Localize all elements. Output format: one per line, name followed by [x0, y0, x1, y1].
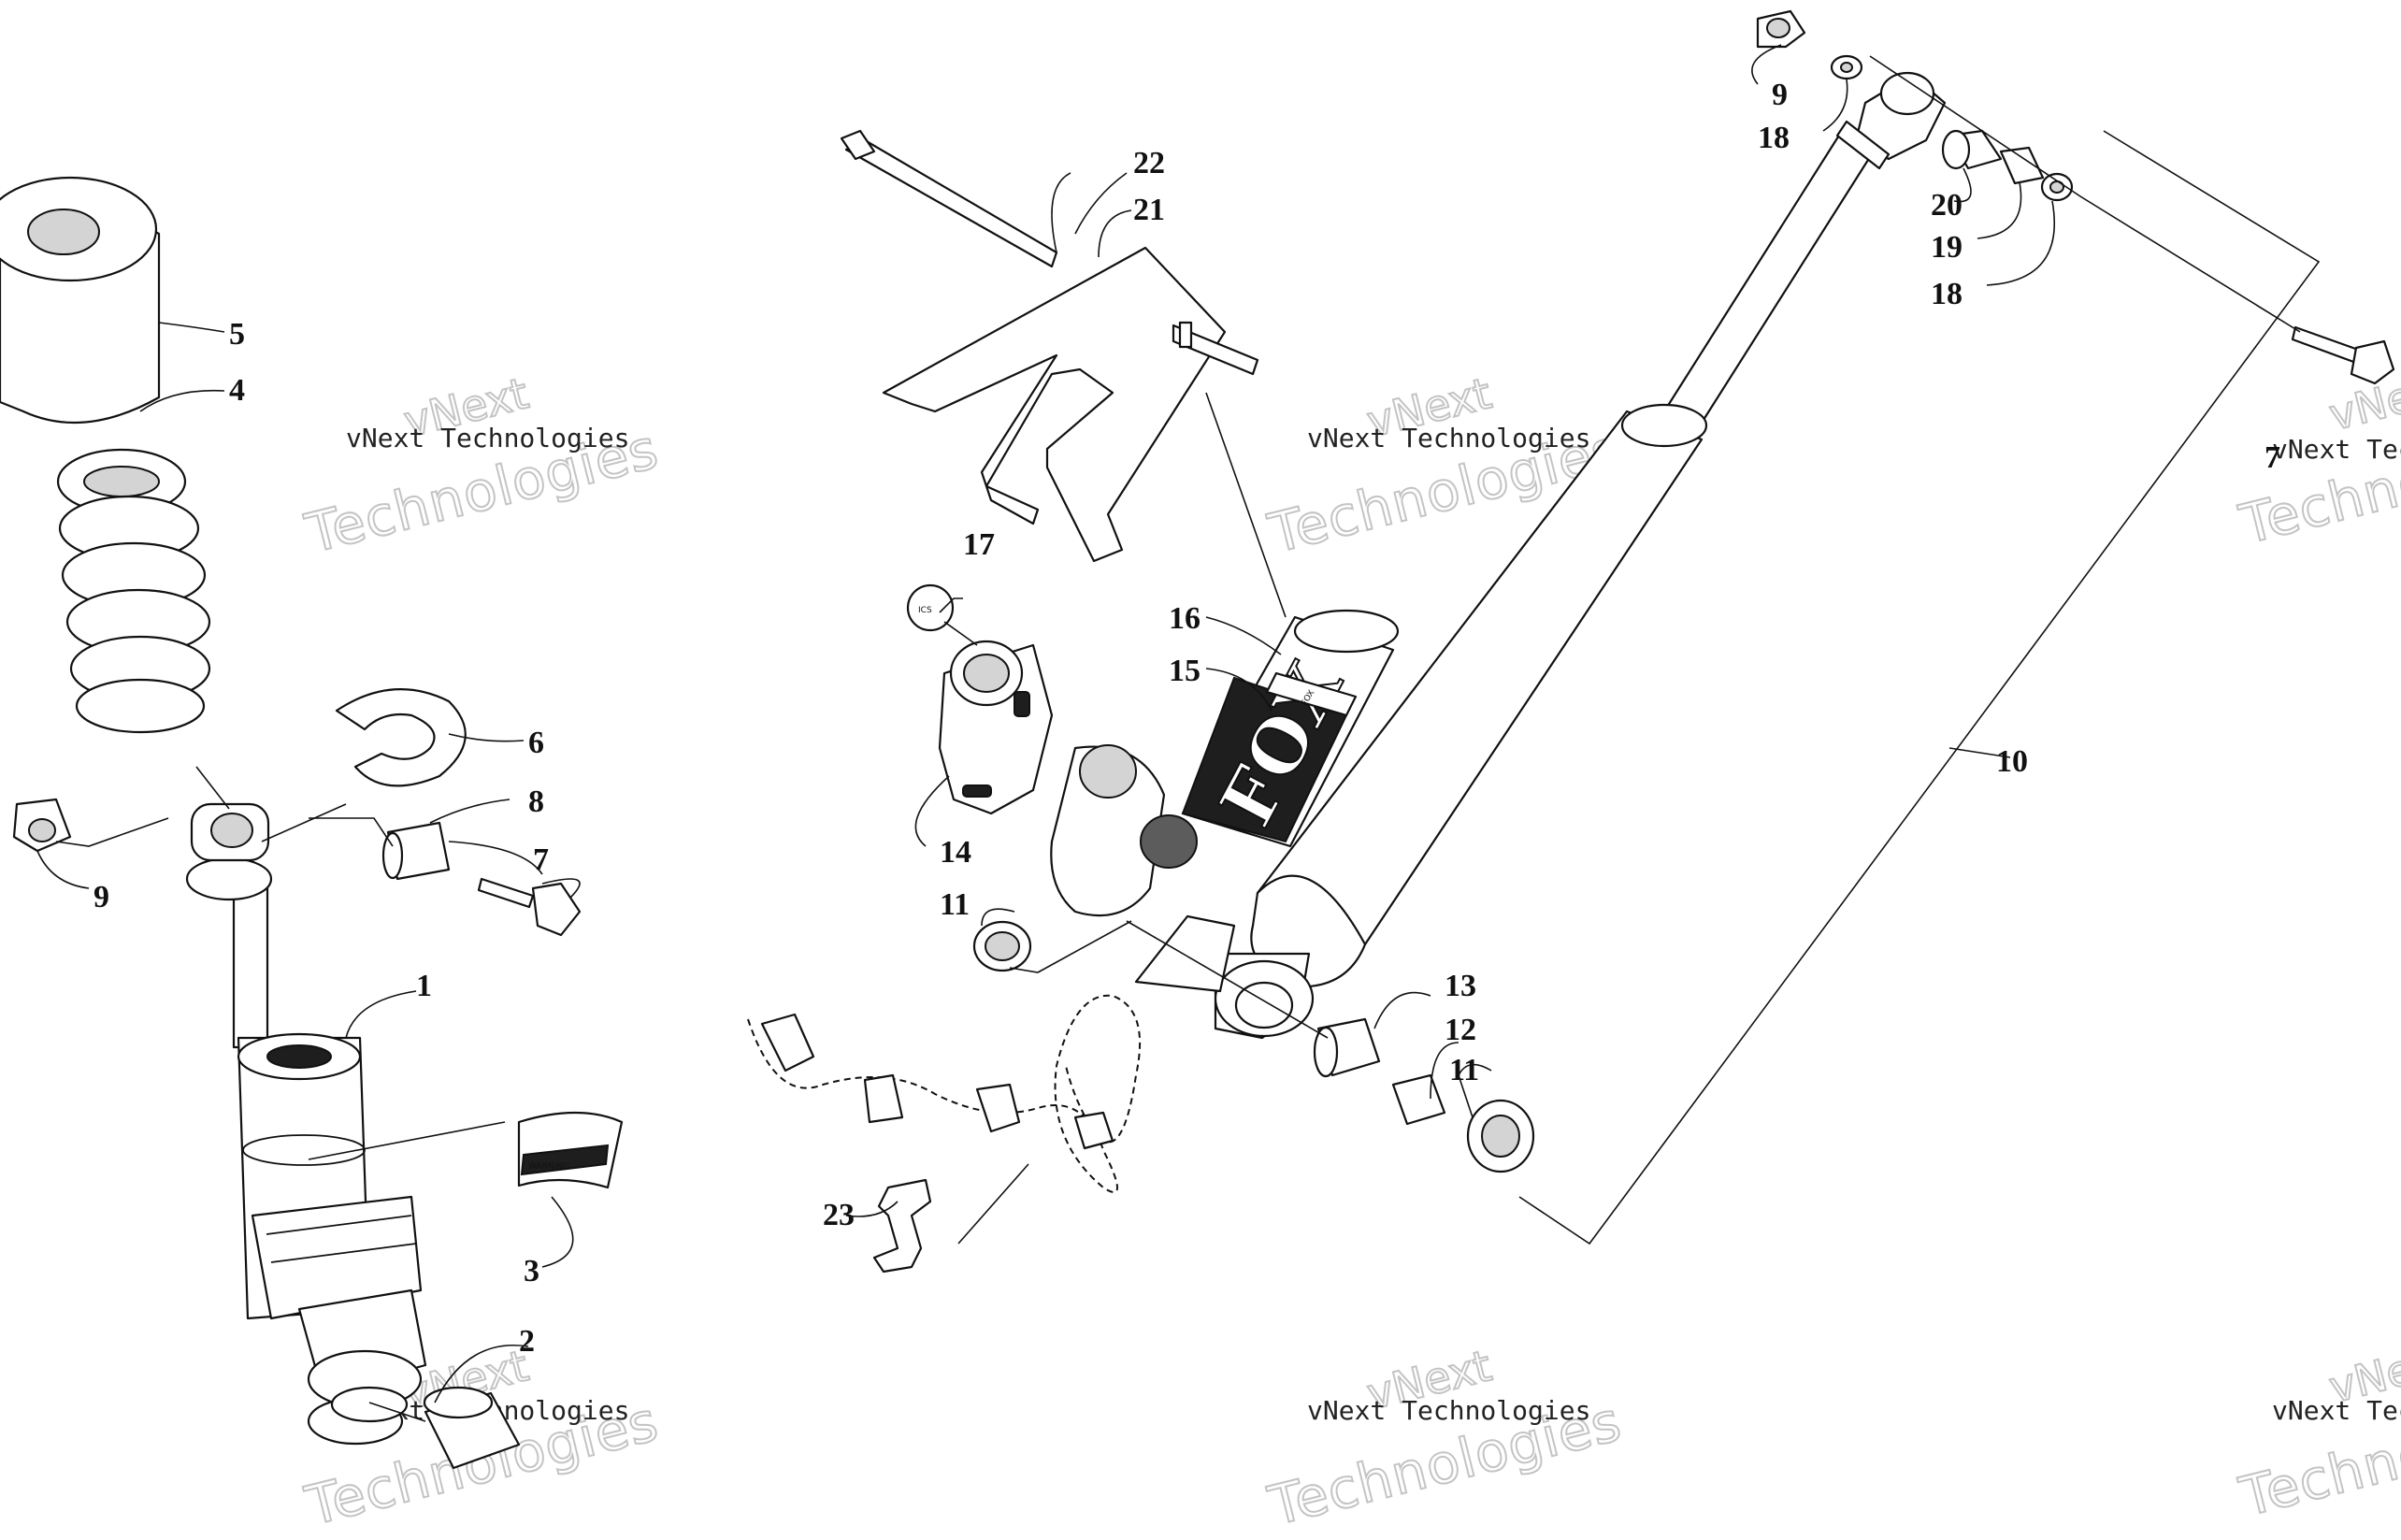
callout-3: 3	[524, 1254, 539, 1288]
center-leaders	[845, 44, 2321, 1245]
upper-eyelet-part	[185, 802, 273, 1049]
spring-seat-part	[335, 688, 467, 787]
callout-8: 8	[528, 784, 544, 819]
callout-21: 21	[1133, 193, 1165, 227]
wiring-harness-part	[747, 994, 1142, 1193]
lower-bushing-part	[423, 1386, 521, 1470]
callout-13: 13	[1445, 969, 1476, 1003]
decal-part: WARNING	[517, 1111, 624, 1189]
shock-body-part	[237, 1032, 427, 1446]
spacer-20-part	[1941, 129, 2003, 170]
callout-5: 5	[229, 317, 245, 352]
callout-4: 4	[229, 373, 245, 408]
right-bolt-part	[2291, 325, 2395, 385]
watermark-text-5: vNext Technologies	[1307, 1395, 1590, 1426]
callout-11-upper: 11	[940, 887, 970, 922]
callout-6: 6	[528, 726, 544, 760]
callout-14: 14	[940, 835, 971, 870]
main-shock-part	[1134, 129, 1876, 1040]
callout-23: 23	[823, 1198, 855, 1232]
top-nut-part	[1756, 9, 1806, 49]
callout-22: 22	[1133, 146, 1165, 180]
adjuster-housing-part	[1050, 744, 1166, 917]
callout-11-lower: 11	[1449, 1053, 1479, 1087]
svg-text:WARNING: WARNING	[528, 1162, 569, 1172]
bushing-13-part	[1313, 1017, 1381, 1078]
callout-18-right: 18	[1931, 277, 1962, 311]
callout-19: 19	[1931, 230, 1962, 265]
callout-9-left: 9	[93, 880, 109, 914]
ics-cap-part: ICS	[906, 583, 955, 632]
callout-17: 17	[963, 527, 995, 562]
callout-10: 10	[1996, 744, 2028, 779]
top-washer-part	[1830, 54, 1863, 80]
watermark-text-1: vNext Technologies	[346, 423, 629, 453]
spring-part	[56, 448, 211, 734]
watermark-text-3: vNext Technologies	[2272, 434, 2401, 465]
callout-15: 15	[1169, 654, 1200, 688]
callout-9-top: 9	[1772, 78, 1788, 112]
left-nut-part	[12, 798, 72, 853]
callout-16: 16	[1169, 601, 1200, 636]
watermark-text-2: vNext Technologies	[1307, 423, 1590, 453]
bushing-11-upper-part	[972, 920, 1032, 972]
spacer-part	[381, 821, 451, 881]
bushing-12-part	[1391, 1073, 1446, 1126]
clip-part	[872, 1178, 932, 1274]
washer-18-part	[2040, 172, 2074, 202]
callout-1: 1	[416, 969, 432, 1003]
callout-20: 20	[1931, 188, 1962, 223]
callout-12: 12	[1445, 1013, 1476, 1047]
left-bolt-part	[477, 877, 582, 937]
left-leaders	[36, 322, 581, 1422]
bracket-part	[840, 129, 1259, 563]
spacer-19-part	[1999, 146, 2045, 185]
svg-text:ICS: ICS	[918, 606, 932, 615]
callout-2: 2	[519, 1324, 535, 1359]
bumper-part	[0, 176, 161, 425]
top-eyelet-part	[1835, 71, 1947, 170]
bushing-11-lower-part	[1466, 1099, 1535, 1173]
callout-18-top: 18	[1758, 121, 1790, 155]
callout-7-right: 7	[2264, 440, 2280, 475]
compression-knob-part	[938, 640, 1054, 815]
watermark-text-6: vNext Technologies	[2272, 1395, 2401, 1426]
callout-numbers: 1 2 3 4 5 6 7 8 9 10 11 12 13 14 15 16 1…	[93, 78, 2280, 1359]
callout-7-left: 7	[533, 842, 549, 877]
